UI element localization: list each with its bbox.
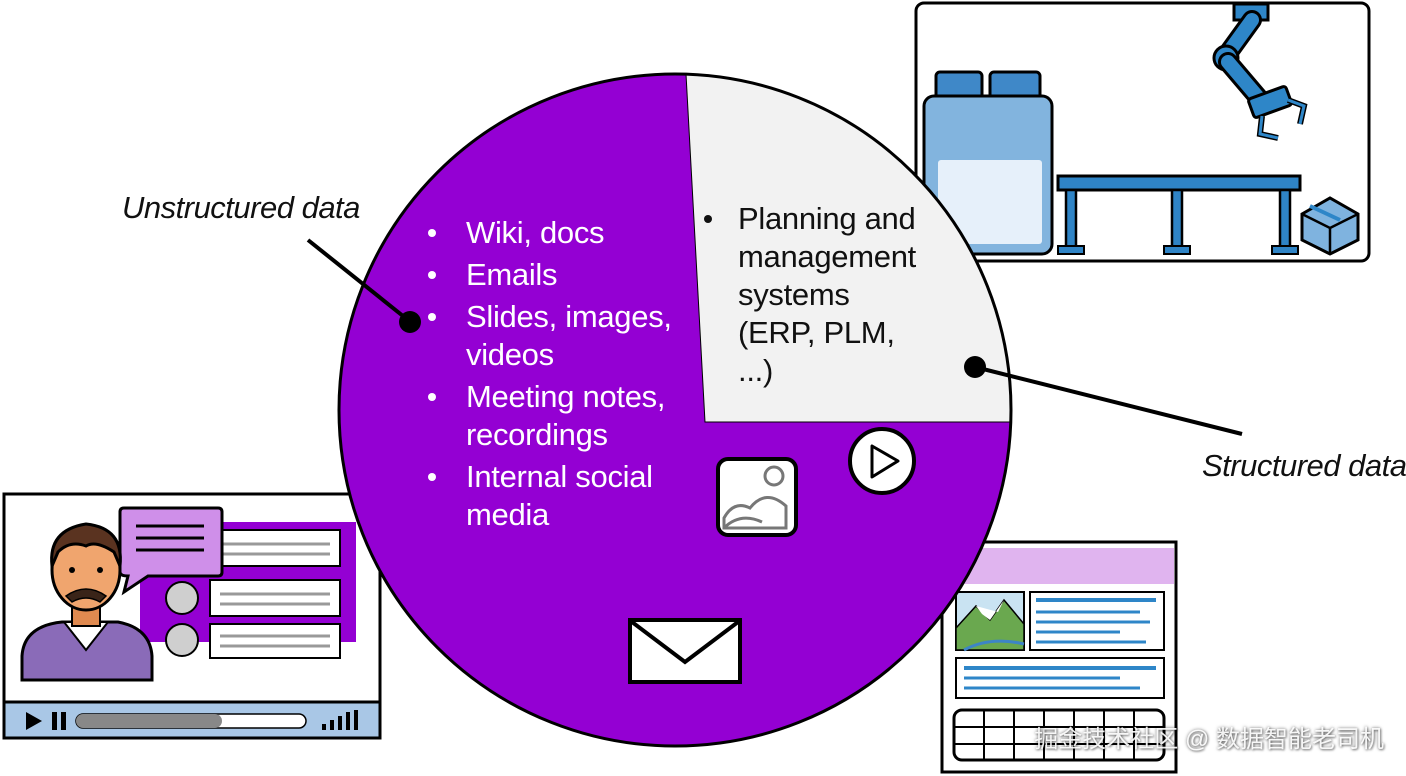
image-icon	[716, 457, 798, 537]
list-item: Meeting notes, recordings	[422, 378, 692, 454]
list-item: Emails	[422, 256, 692, 294]
play-icon	[848, 427, 916, 495]
list-item: Internal social media	[422, 458, 692, 534]
envelope-icon	[628, 618, 742, 684]
unstructured-list: Wiki, docs Emails Slides, images, videos…	[422, 214, 692, 538]
document-illustration	[940, 540, 1178, 774]
factory-illustration	[914, 1, 1371, 263]
structured-list: Planning and management systems (ERP, PL…	[702, 200, 932, 394]
list-item: Planning and management systems (ERP, PL…	[702, 200, 932, 390]
structured-callout-line	[964, 356, 1243, 436]
chat-bubble-icon	[118, 506, 224, 596]
box-icon	[1300, 196, 1360, 256]
landscape-icon	[955, 591, 1025, 652]
conveyor-icon	[1056, 174, 1302, 255]
unstructured-callout-line	[306, 238, 421, 333]
data-circle	[337, 72, 1013, 748]
list-item: Wiki, docs	[422, 214, 692, 252]
list-item: Slides, images, videos	[422, 298, 692, 374]
robot-arm-icon	[1212, 2, 1308, 141]
structured-label: Structured data	[1202, 448, 1406, 483]
machine-icon	[922, 70, 1054, 256]
video-controls-icon	[2, 700, 382, 740]
unstructured-label: Unstructured data	[122, 190, 360, 225]
person-icon	[20, 522, 154, 682]
video-illustration	[2, 492, 382, 740]
watermark: 掘金技术社区 @ 数据智能老司机	[1034, 726, 1384, 753]
